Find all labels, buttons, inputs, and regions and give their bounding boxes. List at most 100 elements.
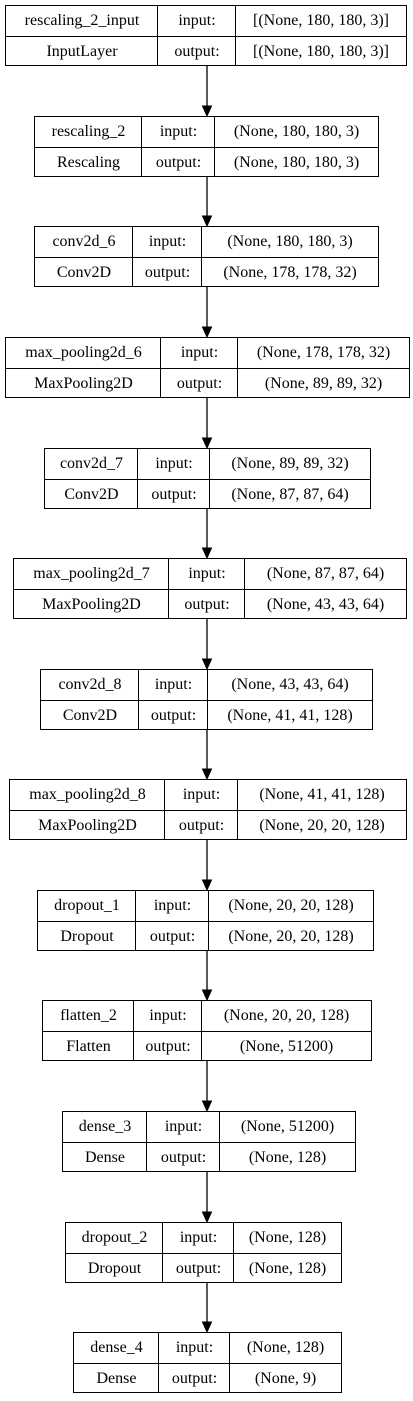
column-divider [201,227,202,286]
edge-arrow [201,509,213,560]
input-shape: (None, 89, 89, 32) [231,455,349,472]
input-shape: (None, 51200) [240,1118,335,1135]
column-divider [162,1223,163,1282]
column-divider [209,449,210,508]
output-label: output: [184,596,230,613]
column-divider [158,1333,159,1392]
column-divider [132,227,133,286]
output-shape: (None, 87, 87, 64) [231,486,349,503]
row-divider [35,147,378,148]
output-label: output: [171,1370,218,1387]
input-shape: (None, 180, 180, 3) [227,233,353,250]
output-label: output: [178,817,225,834]
column-divider [237,338,238,397]
column-divider [244,559,245,618]
input-shape: (None, 41, 41, 128) [259,786,385,803]
column-divider [237,780,238,839]
layer-name: rescaling_2_input [24,12,140,29]
column-divider [208,891,209,950]
input-shape: (None, 178, 178, 32) [256,344,391,361]
input-label: input: [180,344,219,361]
input-label: input: [182,786,221,803]
layer-name: dropout_1 [54,897,120,914]
row-divider [45,479,370,480]
layer-type: Conv2D [56,264,112,281]
input-label: input: [154,676,193,693]
layer-type: Rescaling [56,154,121,171]
layer-name: max_pooling2d_7 [33,565,150,582]
layer-name: conv2d_7 [59,455,124,472]
output-label: output: [160,1149,207,1166]
input-label: input: [188,565,226,582]
input-shape: (None, 20, 20, 128) [223,1007,350,1024]
input-label: input: [149,1007,187,1024]
column-divider [214,117,215,176]
row-divider [43,1031,371,1032]
input-shape: (None, 180, 180, 3) [233,123,360,140]
layer-name: dense_4 [90,1339,143,1356]
output-shape: (None, 20, 20, 128) [259,817,385,834]
edge-arrow [201,951,213,1002]
layer-type: InputLayer [46,43,118,60]
row-divider [63,1142,355,1143]
output-shape: (None, 178, 178, 32) [223,264,357,281]
output-shape: (None, 43, 43, 64) [266,596,385,613]
column-divider [233,1223,234,1282]
column-divider [207,670,208,729]
layer-name: conv2d_6 [52,233,116,250]
layer-type: Dense [85,1149,125,1166]
layer-type: Dense [96,1370,137,1387]
column-divider [168,559,169,618]
layer-name: rescaling_2 [51,123,126,140]
edge-arrow [201,66,213,118]
input-shape: [(None, 180, 180, 3)] [253,12,389,29]
output-shape: (None, 20, 20, 128) [228,928,354,945]
layer-name: dropout_2 [81,1229,148,1246]
output-shape: (None, 51200) [239,1038,334,1055]
edge-arrow [201,1283,213,1334]
layer-type: MaxPooling2D [42,596,141,613]
layer-name: max_pooling2d_6 [25,344,142,361]
input-shape: (None, 43, 43, 64) [231,676,349,693]
row-divider [6,368,409,369]
row-divider [14,589,406,590]
layer-name: dense_3 [78,1118,132,1135]
output-shape: (None, 89, 89, 32) [264,375,383,392]
input-shape: (None, 128) [248,1229,327,1246]
output-label: output: [144,264,191,281]
layer-type: Conv2D [64,486,119,503]
column-divider [135,891,136,950]
column-divider [133,1001,134,1060]
layer-type: Conv2D [62,707,118,724]
edge-arrow [201,1061,213,1113]
column-divider [219,1112,220,1171]
input-shape: (None, 20, 20, 128) [228,897,354,914]
layer-type: MaxPooling2D [34,375,133,392]
row-divider [6,36,406,37]
output-label: output: [149,928,196,945]
input-shape: (None, 128) [246,1339,325,1356]
layer-type: Dropout [87,1260,142,1277]
input-label: input: [153,897,192,914]
input-label: input: [155,455,193,472]
output-label: output: [155,154,202,171]
column-divider [229,1333,230,1392]
input-label: input: [175,1339,214,1356]
layer-name: flatten_2 [60,1007,117,1024]
column-divider [164,780,165,839]
row-divider [35,257,378,258]
input-label: input: [159,123,198,140]
layer-name: max_pooling2d_8 [29,786,146,803]
edge-arrow [201,177,213,228]
layer-type: MaxPooling2D [38,817,137,834]
output-shape: (None, 180, 180, 3) [233,154,360,171]
